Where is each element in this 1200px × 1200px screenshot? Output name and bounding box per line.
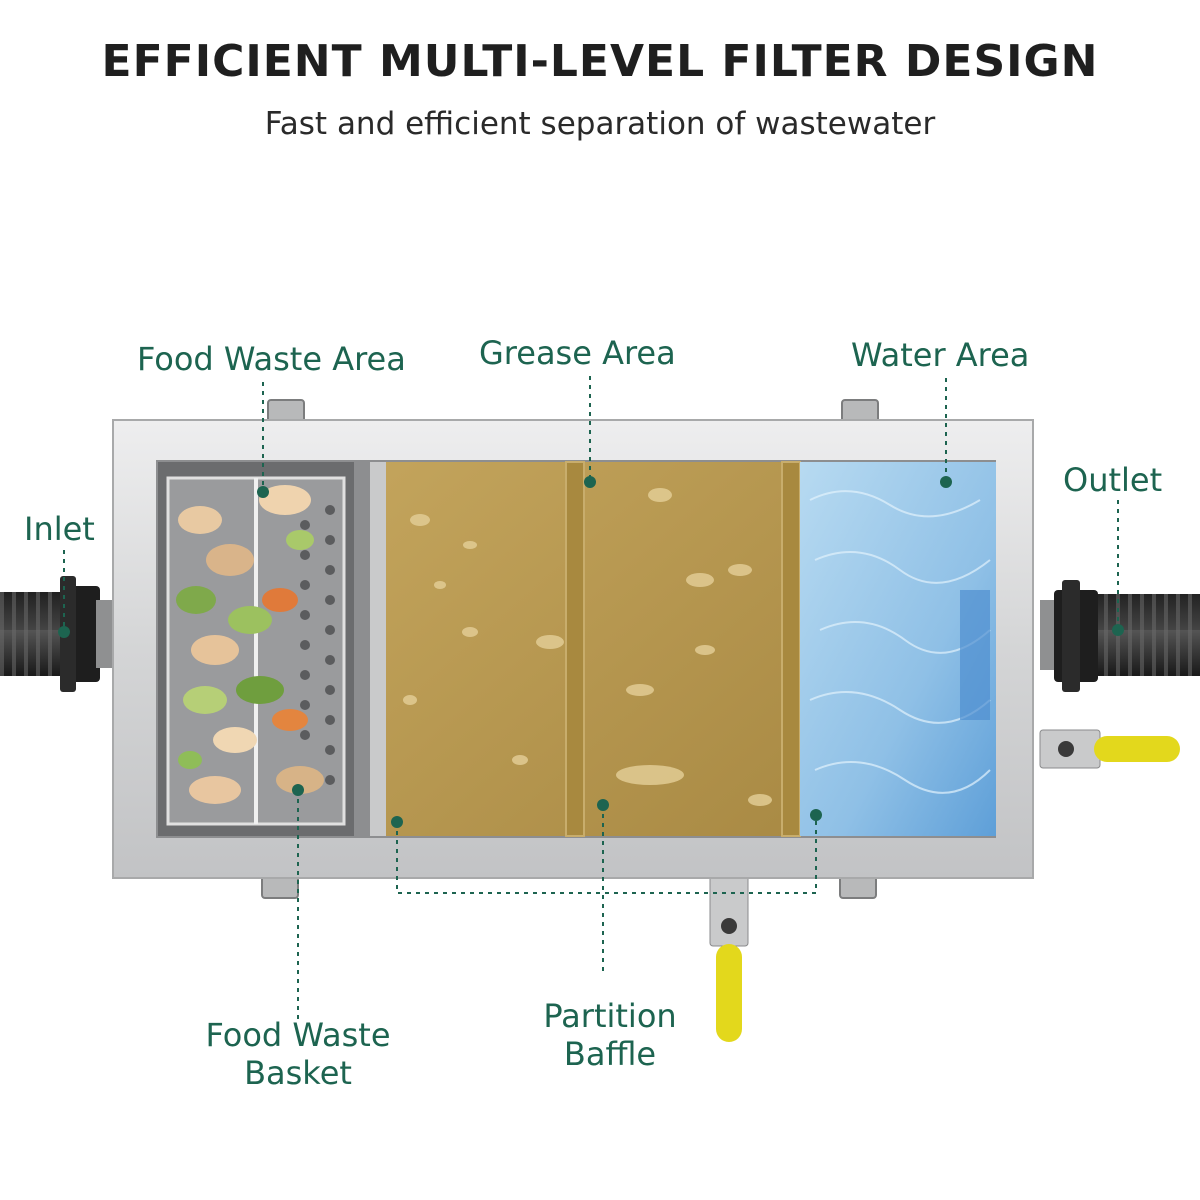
leader-lines <box>63 376 1119 1020</box>
leader-dots <box>58 476 1124 828</box>
label-partition-baffle-line1: Partition <box>543 997 677 1035</box>
bottom-drain-valve <box>709 873 749 1042</box>
headline: EFFICIENT MULTI-LEVEL FILTER DESIGN <box>101 36 1099 87</box>
label-inlet: Inlet <box>24 510 95 548</box>
water-compartment <box>800 462 996 836</box>
label-partition-baffle-line2: Baffle <box>563 1035 657 1073</box>
label-food-waste-area: Food Waste Area <box>137 340 406 378</box>
label-food-waste-basket: Food Waste Basket <box>196 1016 400 1092</box>
side-drain-valve <box>1039 729 1180 769</box>
label-food-waste-basket-line1: Food Waste <box>205 1016 391 1054</box>
subheadline: Fast and efficient separation of wastewa… <box>264 106 936 142</box>
label-outlet: Outlet <box>1063 461 1163 499</box>
outlet-pipe <box>1040 580 1200 692</box>
grease-compartment <box>370 461 801 837</box>
label-partition-baffle: Partition Baffle <box>530 997 690 1073</box>
food-scraps <box>176 485 324 804</box>
inlet-pipe <box>0 576 114 692</box>
lid-clips <box>261 399 879 899</box>
food-waste-basket <box>158 462 354 836</box>
label-water-area: Water Area <box>851 336 1030 374</box>
label-food-waste-basket-line2: Basket <box>244 1054 352 1092</box>
label-grease-area: Grease Area <box>479 334 676 372</box>
